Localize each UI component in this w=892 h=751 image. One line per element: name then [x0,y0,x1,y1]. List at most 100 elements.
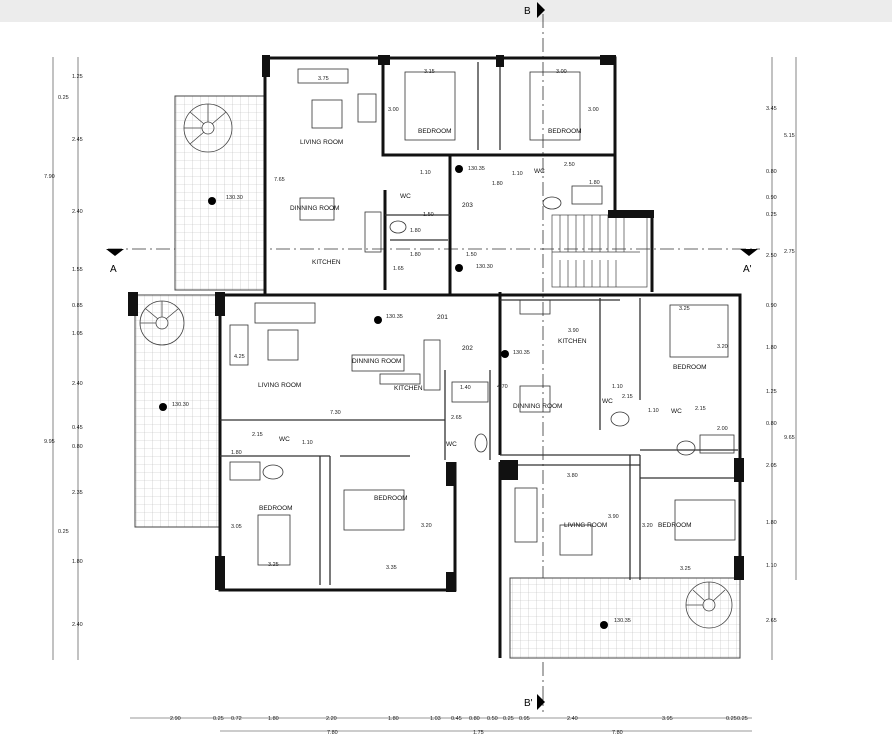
wall-corners [128,55,744,592]
level-7: 130.35 [614,618,631,624]
balcony-bottom-right [509,577,741,659]
svg-text:3.90: 3.90 [608,514,619,520]
label-wc-mid2: WC [446,441,457,448]
section-label-a-left: A [110,264,117,275]
level-markers [159,165,608,629]
label-bedroom-bl1: BEDROOM [259,505,293,512]
level-6: 130.30 [172,402,189,408]
spiral-stair-1 [183,103,233,153]
level-4: 130.30 [476,264,493,270]
section-arrow-b-top [537,2,545,18]
label-wc-top2: WC [534,168,545,175]
svg-text:3.90: 3.90 [568,328,579,334]
svg-text:1.80: 1.80 [589,180,600,186]
label-wc-right1: WC [602,398,613,405]
label-dining-mid: DINNING ROOM [352,358,401,365]
svg-text:7.65: 7.65 [274,177,285,183]
svg-text:9.95: 9.95 [44,439,55,445]
svg-text:3.00: 3.00 [388,107,399,113]
svg-text:0.45: 0.45 [451,716,462,722]
inner-walls [220,62,738,585]
svg-text:0.50: 0.50 [487,716,498,722]
svg-text:1.03: 1.03 [430,716,441,722]
section-arrow-a-left [106,249,124,256]
svg-text:0.25: 0.25 [213,716,224,722]
svg-text:0.90: 0.90 [766,195,777,201]
level-3: 130.35 [386,314,403,320]
svg-text:3.25: 3.25 [268,562,279,568]
label-wc-right2: WC [671,408,682,415]
svg-text:0.25: 0.25 [58,95,69,101]
svg-text:1.50: 1.50 [423,212,434,218]
unit-202: 202 [462,345,473,352]
label-dining-top: DINNING ROOM [290,205,339,212]
level-5: 130.35 [513,350,530,356]
section-label-b-top: B [524,6,531,17]
svg-text:0.95: 0.95 [519,716,530,722]
svg-text:0.45: 0.45 [72,425,83,431]
svg-text:2.15: 2.15 [252,432,263,438]
svg-text:1.80: 1.80 [268,716,279,722]
svg-text:2.40: 2.40 [567,716,578,722]
svg-text:1.80: 1.80 [492,181,503,187]
svg-text:2.50: 2.50 [564,162,575,168]
top-strip [0,0,892,22]
svg-text:4.25: 4.25 [234,354,245,360]
bottom-dimensions-2: 7.80 1.75 7.80 [327,730,623,736]
label-living-mid: LIVING ROOM [258,382,301,389]
svg-text:0.80: 0.80 [469,716,480,722]
svg-text:5.15: 5.15 [784,133,795,139]
svg-text:1.10: 1.10 [648,408,659,414]
svg-text:1.10: 1.10 [512,171,523,177]
svg-text:3.05: 3.05 [231,524,242,530]
svg-text:2.20: 2.20 [326,716,337,722]
label-bedroom-bl2: BEDROOM [374,495,408,502]
svg-text:3.15: 3.15 [424,69,435,75]
svg-text:0.85: 0.85 [72,303,83,309]
svg-text:1.50: 1.50 [466,252,477,258]
right-dimensions: 3.45 5.15 0.80 0.90 0.25 2.50 2.75 0.90 … [766,106,795,624]
svg-text:2.50: 2.50 [766,253,777,259]
label-kitchen-top: KITCHEN [312,259,341,266]
svg-text:0.25: 0.25 [726,716,737,722]
section-arrow-a-right [740,249,758,256]
svg-text:1.65: 1.65 [393,266,404,272]
label-bedroom-t2: BEDROOM [548,128,582,135]
label-bedroom-r2: BEDROOM [658,522,692,529]
svg-text:1.55: 1.55 [72,267,83,273]
svg-text:3.75: 3.75 [318,76,329,82]
bottom-dimensions-1: 2.90 0.25 0.72 1.80 2.20 1.80 1.03 0.45 … [170,716,748,722]
svg-text:2.15: 2.15 [695,406,706,412]
svg-text:2.65: 2.65 [766,618,777,624]
inner-dimensions: 3.75 3.15 3.00 3.00 3.00 7.65 1.10 1.80 … [231,69,728,572]
svg-text:3.95: 3.95 [662,716,673,722]
svg-text:2.40: 2.40 [72,209,83,215]
svg-text:7.80: 7.80 [327,730,338,736]
left-dimensions: 1.25 0.25 2.45 7.90 2.40 1.55 0.85 1.05 … [44,74,83,628]
label-wc-top1: WC [400,193,411,200]
svg-text:0.25: 0.25 [766,212,777,218]
unit-203: 203 [462,202,473,209]
section-label-a-right: A' [743,264,752,275]
svg-text:3.80: 3.80 [567,473,578,479]
svg-text:2.35: 2.35 [72,490,83,496]
svg-text:1.10: 1.10 [612,384,623,390]
svg-text:1.25: 1.25 [72,74,83,80]
label-kitchen-right: KITCHEN [558,338,587,345]
svg-text:0.80: 0.80 [766,169,777,175]
svg-text:3.00: 3.00 [556,69,567,75]
svg-text:2.45: 2.45 [72,137,83,143]
spiral-stair-2 [139,300,185,346]
svg-text:2.40: 2.40 [72,381,83,387]
svg-text:7.90: 7.90 [44,174,55,180]
svg-text:2.40: 2.40 [72,622,83,628]
spiral-stair-3 [685,581,733,629]
svg-text:2.05: 2.05 [766,463,777,469]
svg-text:1.80: 1.80 [766,345,777,351]
svg-text:3.45: 3.45 [766,106,777,112]
svg-text:3.00: 3.00 [588,107,599,113]
svg-text:3.25: 3.25 [679,306,690,312]
svg-text:3.35: 3.35 [386,565,397,571]
svg-text:1.80: 1.80 [388,716,399,722]
label-wc-mid1: WC [279,436,290,443]
